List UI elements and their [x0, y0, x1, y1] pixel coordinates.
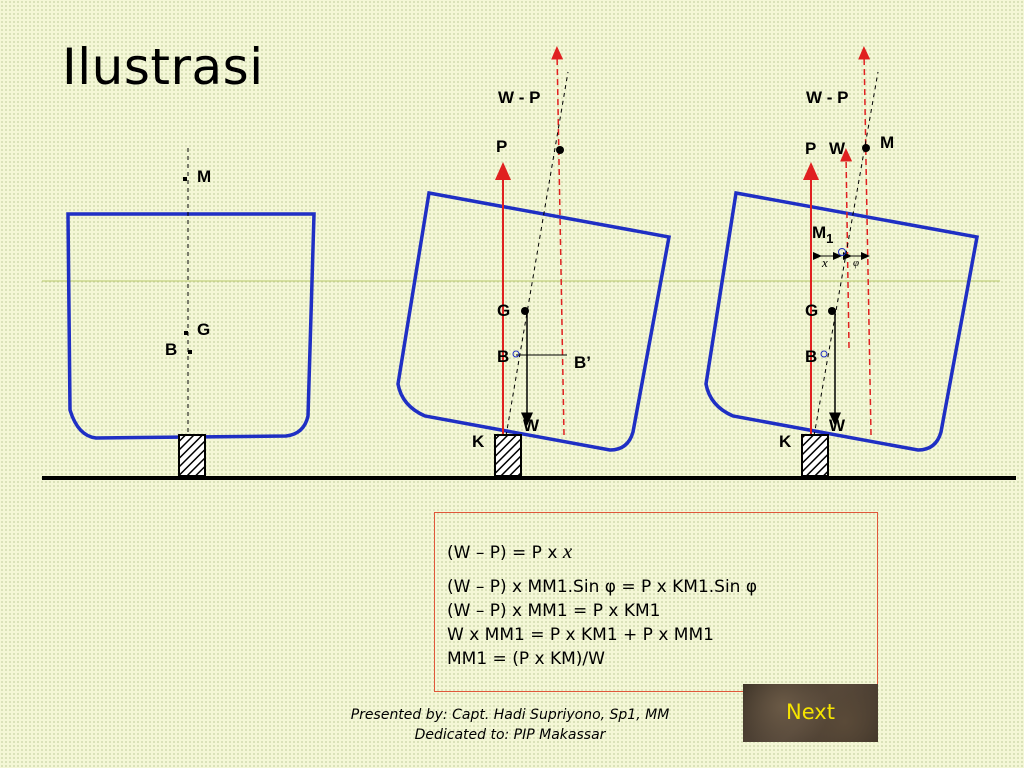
formula-line: W x MM1 = P x KM1 + P x MM1 — [447, 625, 714, 645]
ship-upright: M G B — [66, 148, 316, 477]
formula-line: (W – P) x MM1 = P x KM1 — [447, 601, 661, 621]
footer-presenter: Presented by: Capt. Hadi Supriyono, Sp1,… — [350, 707, 670, 723]
formula-box: (W – P) = P x x (W – P) x MM1.Sin φ = P … — [434, 512, 878, 692]
label-w: W — [523, 416, 540, 435]
label-p: P — [805, 139, 816, 158]
label-m1: M1 — [812, 223, 833, 246]
label-w-minus-p: W - P — [498, 88, 541, 107]
point-g — [828, 307, 836, 315]
label-b-prime: B’ — [574, 353, 591, 372]
label-g: G — [805, 301, 818, 320]
label-m: M — [880, 133, 894, 152]
next-button[interactable]: Next — [743, 684, 878, 742]
label-g: G — [497, 301, 510, 320]
hull-outline — [396, 190, 672, 452]
point-b — [512, 350, 520, 358]
w-force-arrow — [840, 148, 853, 349]
label-w-minus-p: W - P — [806, 88, 849, 107]
label-k: K — [779, 432, 792, 451]
label-w-top: W — [829, 139, 846, 158]
label-phi: φ — [853, 257, 859, 269]
footer-dedication: Dedicated to: PIP Makassar — [414, 727, 606, 743]
point-m — [183, 177, 187, 181]
ship-heeled-m1: W - P P W M M1 x φ G B W K — [704, 46, 980, 477]
point-m — [556, 146, 564, 154]
point-m1 — [838, 248, 846, 256]
page-title: Ilustrasi — [62, 38, 264, 96]
ship-heeled: W - P P G B B’ W K — [396, 46, 672, 477]
tilted-centerline — [505, 71, 569, 437]
footer-credits: Presented by: Capt. Hadi Supriyono, Sp1,… — [300, 705, 720, 745]
keel-block — [494, 434, 522, 477]
formula-line: (W – P) x MM1.Sin φ = P x KM1.Sin φ — [447, 577, 758, 597]
label-w: W — [829, 416, 846, 435]
formula-line: MM1 = (P x KM)/W — [447, 649, 605, 669]
point-m — [862, 144, 870, 152]
keel-block — [178, 434, 206, 477]
hull-outline — [66, 212, 316, 440]
label-k: K — [472, 432, 485, 451]
label-m: M — [197, 167, 211, 186]
label-b: B — [805, 347, 817, 366]
hull-outline — [704, 190, 980, 452]
point-b — [188, 350, 192, 354]
label-b: B — [497, 347, 509, 366]
label-p: P — [496, 137, 507, 156]
formula-line: (W – P) = P x x — [447, 539, 573, 563]
point-g — [521, 307, 529, 315]
label-g: G — [197, 320, 210, 339]
keel-block — [801, 434, 829, 477]
point-b — [820, 350, 828, 358]
point-g — [184, 331, 188, 335]
wp-force-arrow — [551, 46, 565, 436]
label-x: x — [821, 255, 828, 270]
label-b: B — [165, 340, 177, 359]
wp-force-arrow — [858, 46, 872, 436]
